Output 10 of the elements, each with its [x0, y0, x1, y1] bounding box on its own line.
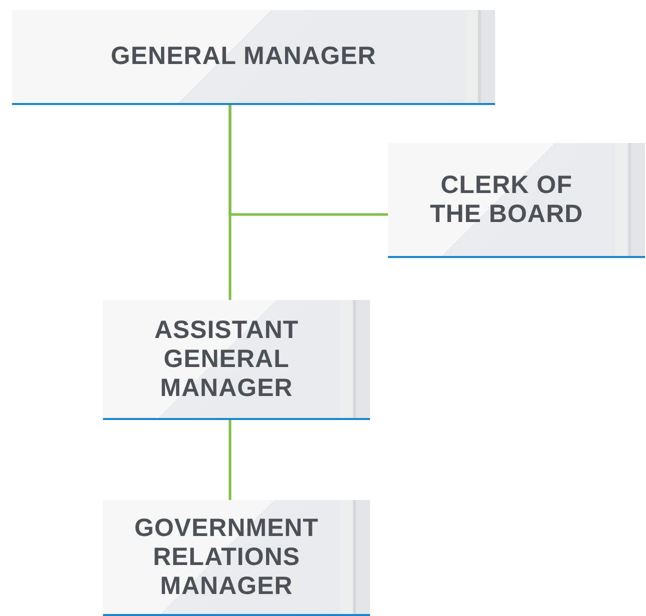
job-title: CLERK OF THE BOARD [428, 170, 584, 228]
org-box [388, 143, 645, 258]
org-box [103, 300, 370, 420]
job-title: ASSISTANT GENERAL MANAGER [153, 316, 300, 402]
org-box [103, 500, 370, 616]
connector-line [228, 105, 388, 216]
connector-line [228, 420, 232, 500]
job-title: GENERAL MANAGER [110, 42, 378, 71]
org-box [12, 10, 495, 105]
job-title: GOVERNMENT RELATIONS MANAGER [133, 514, 320, 600]
